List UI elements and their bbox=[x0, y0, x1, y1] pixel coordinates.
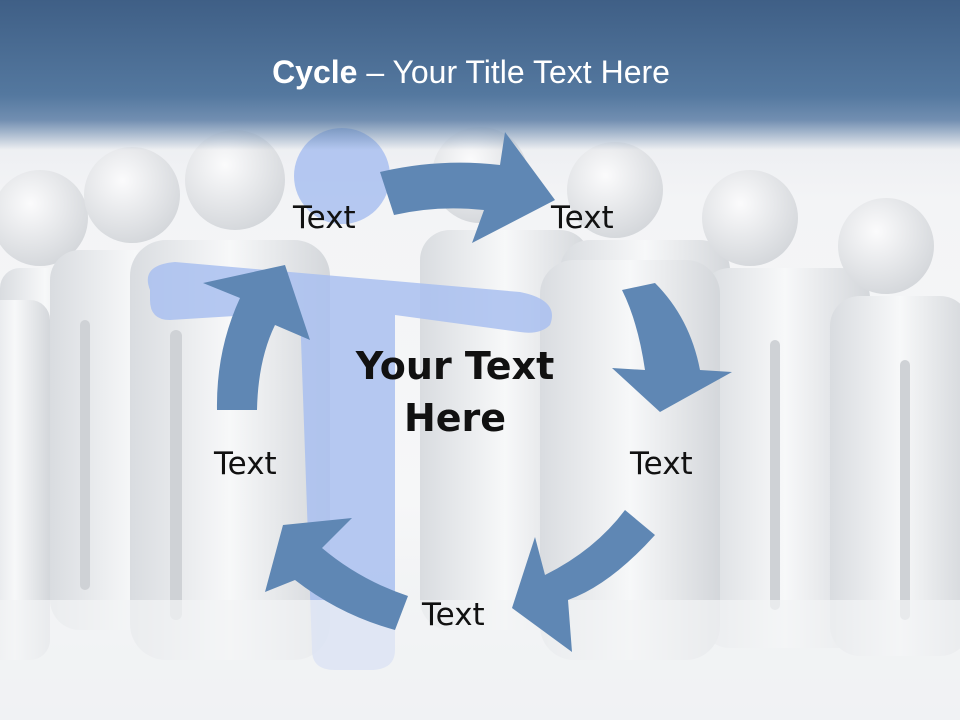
person-figure-icon bbox=[700, 170, 870, 648]
title-rest: – Your Title Text Here bbox=[357, 54, 670, 90]
cycle-label: Text bbox=[214, 446, 277, 482]
person-figure-icon bbox=[185, 130, 285, 230]
cycle-label: Text bbox=[293, 200, 356, 236]
cycle-label: Text bbox=[422, 597, 485, 633]
cycle-arrow-icon bbox=[612, 283, 732, 412]
center-line: Your Text bbox=[355, 344, 555, 388]
cycle-arrow-icon bbox=[512, 510, 655, 652]
cycle-arrow-icon bbox=[265, 518, 408, 630]
person-figure-icon bbox=[830, 198, 960, 656]
title-bar bbox=[0, 0, 960, 150]
center-text: Your Text Here bbox=[330, 340, 580, 444]
center-line: Here bbox=[403, 396, 507, 440]
cycle-label: Text bbox=[551, 200, 614, 236]
cycle-arrow-icon bbox=[203, 265, 310, 410]
cycle-label: Text bbox=[630, 446, 693, 482]
person-figure-icon bbox=[0, 300, 50, 660]
highlighted-person-icon bbox=[147, 128, 552, 670]
cycle-arrow-icon bbox=[380, 132, 555, 243]
title-bold: Cycle bbox=[272, 54, 358, 90]
slide-title: Cycle – Your Title Text Here bbox=[0, 54, 942, 91]
